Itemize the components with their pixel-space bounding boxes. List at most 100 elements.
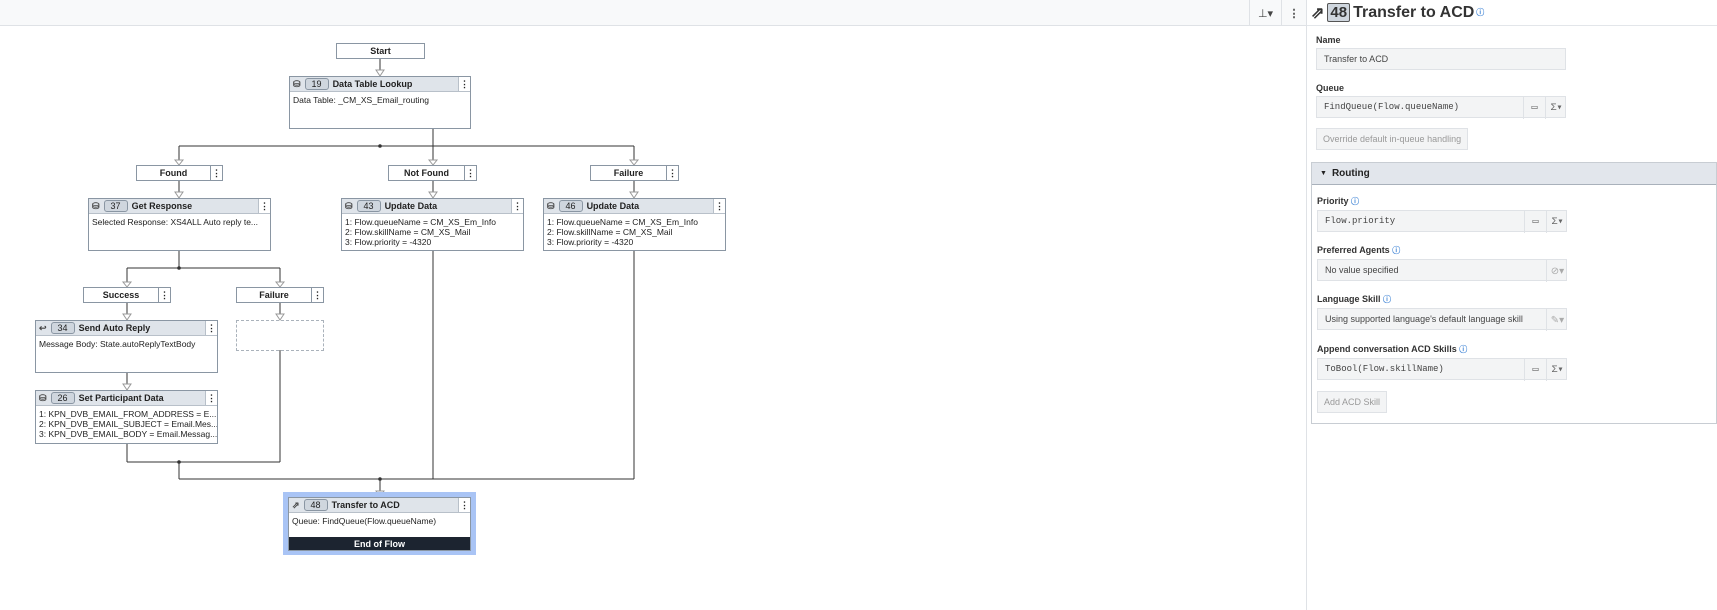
output-menu-button[interactable]: ⋮ [210, 166, 222, 180]
output-menu-button[interactable]: ⋮ [666, 166, 678, 180]
output-found[interactable]: Found⋮ [136, 165, 223, 181]
database-icon: ⛁ [293, 78, 301, 89]
database-icon: ⛁ [39, 392, 47, 403]
output-label: Failure [613, 168, 644, 178]
node-line: 1: Flow.queueName = CM_XS_Em_Info [547, 217, 698, 227]
info-icon[interactable]: ⓘ [1459, 345, 1468, 354]
queue-label: Queue [1316, 83, 1345, 93]
label-text: Preferred Agents [1317, 245, 1390, 255]
output-menu-button[interactable]: ⋮ [158, 288, 170, 302]
node-title: Data Table Lookup [332, 79, 413, 89]
name-value: Transfer to ACD [1324, 54, 1389, 64]
node-title: Update Data [586, 201, 640, 211]
queue-value: FindQueue(Flow.queueName) [1324, 102, 1460, 112]
node-menu-button[interactable]: ⋮ [258, 199, 270, 213]
node-line: 2: Flow.skillName = CM_XS_Mail [547, 227, 673, 237]
sigma-icon[interactable]: Σ▾ [1546, 359, 1568, 381]
queue-field[interactable]: FindQueue(Flow.queueName) ▭Σ▾ [1316, 96, 1567, 119]
node-line: 3: Flow.priority = -4320 [345, 237, 432, 247]
panel-title: Transfer to ACD [1353, 3, 1475, 21]
language-skill-field[interactable]: Using supported language's default langu… [1317, 308, 1568, 331]
info-icon[interactable]: ⓘ [1351, 197, 1360, 206]
node-title: Send Auto Reply [78, 323, 151, 333]
transfer-icon: ⇗ [1311, 4, 1325, 22]
more-button[interactable]: ⋮ [1281, 0, 1306, 26]
node-menu-button[interactable]: ⋮ [205, 391, 217, 405]
layout-button[interactable]: ⊥▾ [1249, 0, 1281, 26]
preferred-agents-value: No value specified [1325, 265, 1399, 275]
database-icon: ⛁ [92, 200, 100, 211]
literal-mode-icon[interactable]: ▭ [1523, 97, 1545, 119]
preferred-agents-field[interactable]: No value specified ⊘▾ [1317, 259, 1568, 282]
node-menu-button[interactable]: ⋮ [458, 77, 470, 91]
flow-connectors [121, 58, 640, 498]
output-label: Success [102, 290, 140, 300]
hierarchy-icon: ⊥▾ [1257, 7, 1274, 20]
append-skills-field[interactable]: ToBool(Flow.skillName) ▭Σ▾ [1317, 358, 1568, 381]
pencil-icon[interactable]: ✎▾ [1546, 309, 1568, 331]
node-body: Data Table: _CM_XS_Email_routing [293, 95, 429, 105]
label-text: Language Skill [1317, 294, 1381, 304]
help-icon[interactable]: ⓘ [1476, 8, 1485, 17]
output-label: Not Found [404, 168, 449, 178]
preferred-agents-label: Preferred Agents ⓘ [1317, 245, 1400, 256]
caret-down-icon: ▼ [1320, 170, 1327, 177]
label-text: Append conversation ACD Skills [1317, 344, 1457, 354]
info-icon[interactable]: ⓘ [1383, 295, 1392, 304]
node-line: 3: Flow.priority = -4320 [547, 237, 634, 247]
sigma-icon[interactable]: Σ▾ [1545, 97, 1567, 119]
panel-node-number: 48 [1327, 3, 1351, 22]
priority-value: Flow.priority [1325, 216, 1396, 226]
node-menu-button[interactable]: ⋮ [511, 199, 523, 213]
empty-drop-target[interactable] [236, 320, 324, 351]
transfer-icon: ⇗ [292, 499, 300, 510]
info-icon[interactable]: ⓘ [1392, 246, 1401, 255]
literal-mode-icon[interactable]: ▭ [1524, 211, 1546, 233]
node-number: 43 [356, 200, 381, 212]
node-body: Selected Response: XS4ALL Auto reply te.… [92, 217, 259, 227]
add-acd-skill-button[interactable]: Add ACD Skill [1317, 391, 1388, 413]
node-menu-button[interactable]: ⋮ [713, 199, 725, 213]
override-in-queue-button[interactable]: Override default in-queue handling [1316, 128, 1469, 150]
node-body: Message Body: State.autoReplyTextBody [39, 339, 196, 349]
database-icon: ⛁ [547, 200, 555, 211]
output-failure[interactable]: Failure ⋮ [590, 165, 679, 181]
node-number: 19 [304, 78, 329, 90]
output-response-failure[interactable]: Failure ⋮ [236, 287, 324, 303]
node-title: Transfer to ACD [331, 500, 400, 510]
sigma-icon[interactable]: Σ▾ [1546, 211, 1568, 233]
node-line: 1: Flow.queueName = CM_XS_Em_Info [345, 217, 496, 227]
output-label: Failure [259, 290, 289, 300]
node-number: 34 [50, 322, 75, 334]
output-not-found[interactable]: Not Found ⋮ [388, 165, 477, 181]
name-label: Name [1316, 35, 1341, 45]
node-menu-button[interactable]: ⋮ [205, 321, 217, 335]
priority-field[interactable]: Flow.priority ▭Σ▾ [1317, 210, 1568, 233]
output-success[interactable]: Success ⋮ [83, 287, 171, 303]
canvas-toolbar: ⊥▾ ⋮ [0, 0, 1306, 26]
routing-header[interactable]: ▼Routing [1312, 163, 1716, 185]
node-number: 37 [103, 200, 128, 212]
vertical-dots-icon: ⋮ [1288, 7, 1300, 20]
language-skill-value: Using supported language's default langu… [1325, 314, 1523, 324]
start-label: Start [370, 46, 391, 56]
node-menu-button[interactable]: ⋮ [458, 498, 470, 512]
name-field[interactable]: Transfer to ACD [1316, 48, 1566, 70]
node-title: Update Data [384, 201, 438, 211]
node-number: 26 [50, 392, 75, 404]
output-menu-button[interactable]: ⋮ [464, 166, 476, 180]
no-value-icon[interactable]: ⊘▾ [1546, 260, 1568, 282]
literal-mode-icon[interactable]: ▭ [1524, 359, 1546, 381]
start-node[interactable]: Start [336, 43, 425, 59]
output-menu-button[interactable]: ⋮ [311, 288, 323, 302]
